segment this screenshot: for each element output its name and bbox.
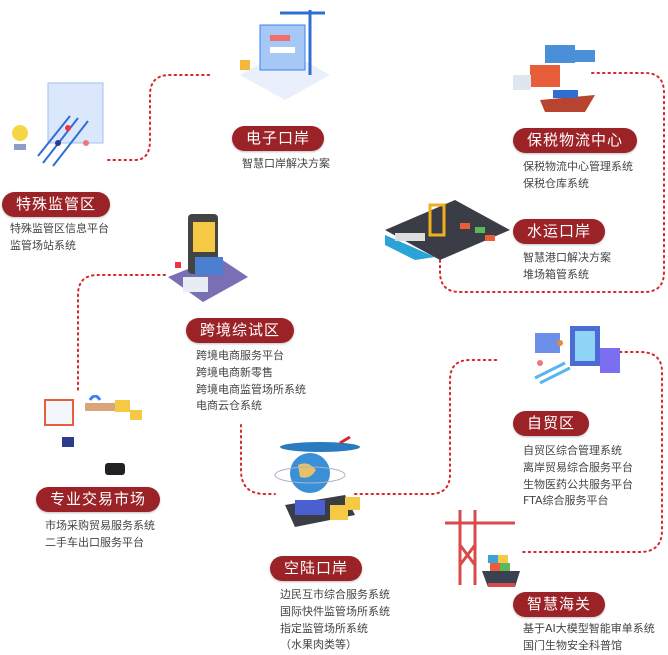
list-item: 特殊监管区信息平台: [10, 222, 109, 235]
list-item: 跨境电商服务平台: [196, 349, 284, 362]
connector-special-to-eport: [107, 74, 213, 161]
node-title-ftz: 自贸区: [513, 411, 590, 436]
list-item: 指定监管场所系统: [280, 621, 368, 635]
list-item: 跨境电商新零售: [196, 365, 273, 379]
bonded-items: 保税物流中心管理系统 保税仓库系统: [523, 159, 633, 193]
list-item: 智慧港口解决方案: [523, 251, 611, 264]
connector-cross-to-air: [240, 424, 276, 495]
water-port-items: 智慧港口解决方案 堆场箱管系统: [523, 250, 611, 284]
node-title-cross-border: 跨境综试区: [186, 318, 295, 343]
list-item: 智慧口岸解决方案: [242, 157, 330, 170]
list-item: 离岸贸易综合服务平台: [523, 460, 633, 474]
node-title-air-land: 空陆口岸: [270, 556, 363, 581]
list-item: 市场采购贸易服务系统: [45, 519, 155, 532]
phone-shop-illustration: [168, 214, 248, 302]
node-title-special-zone: 特殊监管区: [2, 192, 111, 217]
list-item: 跨境电商监管场所系统: [196, 382, 306, 396]
connector-cross-to-market: [77, 274, 166, 393]
node-title-market: 专业交易市场: [36, 487, 161, 512]
ftz-items: 自贸区综合管理系统 离岸贸易综合服务平台 生物医药公共服务平台 FTA综合服务平…: [523, 443, 633, 510]
data-platform-illustration: [534, 326, 620, 385]
warehouse-robot-illustration: [44, 395, 142, 475]
container-port-illustration: [385, 200, 510, 260]
cross-border-items: 跨境电商服务平台 跨境电商新零售 跨境电商监管场所系统 电商云仓系统: [196, 348, 306, 415]
crane-screen-illustration: [240, 10, 330, 100]
connector-bonded-to-water: [439, 72, 665, 293]
list-item: FTA综合服务平台: [523, 494, 609, 508]
connector-ftz-to-customs: [521, 351, 663, 553]
air-land-items: 边民互市综合服务系统 国际快件监管场所系统 指定监管场所系统 （水果肉类等）: [280, 587, 390, 654]
customs-items: 基于AI大模型智能审单系统 国门生物安全科普馆: [523, 621, 655, 655]
special-zone-items: 特殊监管区信息平台 监管场站系统: [10, 221, 109, 255]
list-item: （水果肉类等）: [280, 638, 357, 652]
list-item: 国门生物安全科普馆: [523, 638, 622, 652]
list-item: 边民互市综合服务系统: [280, 588, 390, 601]
market-items: 市场采购贸易服务系统 二手车出口服务平台: [45, 518, 155, 552]
e-port-items: 智慧口岸解决方案: [242, 156, 330, 173]
list-item: 堆场箱管系统: [523, 267, 589, 281]
list-item: 保税物流中心管理系统: [523, 160, 633, 173]
list-item: 电商云仓系统: [196, 399, 262, 413]
crane-cargo-ship-illustration: [445, 510, 520, 587]
node-title-e-port: 电子口岸: [232, 126, 325, 151]
list-item: 保税仓库系统: [523, 176, 589, 190]
list-item: 国际快件监管场所系统: [280, 604, 390, 618]
list-item: 基于AI大模型智能审单系统: [523, 622, 655, 635]
list-item: 生物医药公共服务平台: [523, 477, 633, 491]
list-item: 二手车出口服务平台: [45, 535, 144, 549]
list-item: 监管场站系统: [10, 238, 76, 252]
node-title-water-port: 水运口岸: [513, 219, 606, 244]
list-item: 自贸区综合管理系统: [523, 444, 622, 457]
node-title-bonded: 保税物流中心: [513, 128, 638, 153]
staircase-people-illustration: [12, 82, 104, 167]
node-title-customs: 智慧海关: [513, 592, 606, 617]
trucks-ship-illustration: [513, 45, 595, 112]
connector-air-to-ftz: [354, 359, 499, 495]
plane-globe-truck-illustration: [274, 435, 360, 527]
